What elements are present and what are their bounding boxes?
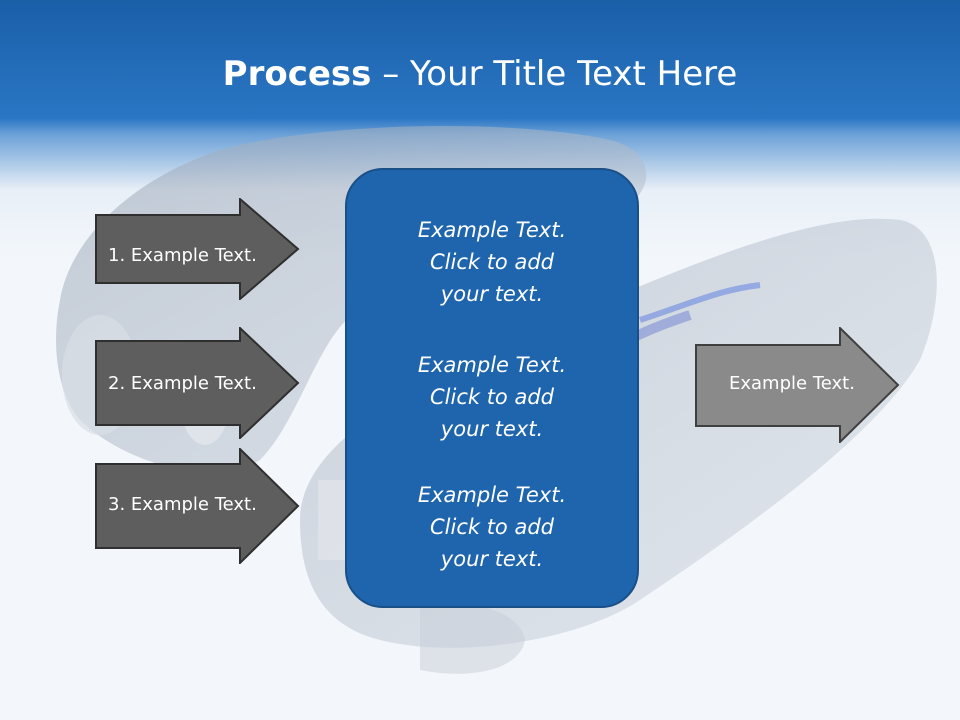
center-paragraph-1-line-1: Example Text. [417, 218, 567, 242]
center-paragraph-2: Example Text. Click to add your text. [347, 349, 637, 445]
center-paragraph-2-line-2: Click to add [429, 385, 554, 409]
right-arrow-label: Example Text. [729, 373, 855, 394]
left-arrow-1[interactable] [94, 198, 300, 300]
right-arrow[interactable] [694, 327, 900, 443]
center-paragraph-3-line-2: Click to add [429, 515, 554, 539]
center-paragraph-1-line-2: Click to add [429, 250, 554, 274]
center-paragraph-1-line-3: your text. [440, 282, 544, 306]
center-paragraph-2-line-3: your text. [440, 417, 544, 441]
center-text-box[interactable]: Example Text. Click to add your text. Ex… [345, 168, 639, 608]
left-arrow-3[interactable] [94, 448, 300, 564]
left-arrow-1-label: 1. Example Text. [108, 245, 257, 266]
title-bold-part: Process [222, 54, 372, 94]
center-paragraph-3-line-3: your text. [440, 547, 544, 571]
center-paragraph-1: Example Text. Click to add your text. [347, 214, 637, 310]
title-separator: – [371, 54, 411, 94]
left-arrow-2[interactable] [94, 327, 300, 439]
center-paragraph-2-line-1: Example Text. [417, 353, 567, 377]
center-paragraph-3-line-1: Example Text. [417, 483, 567, 507]
left-arrow-2-label: 2. Example Text. [108, 373, 257, 394]
center-paragraph-3: Example Text. Click to add your text. [347, 479, 637, 575]
title-rest: Your Title Text Here [410, 54, 738, 94]
slide-title: Process – Your Title Text Here [0, 52, 960, 96]
left-arrow-3-label: 3. Example Text. [108, 494, 257, 515]
